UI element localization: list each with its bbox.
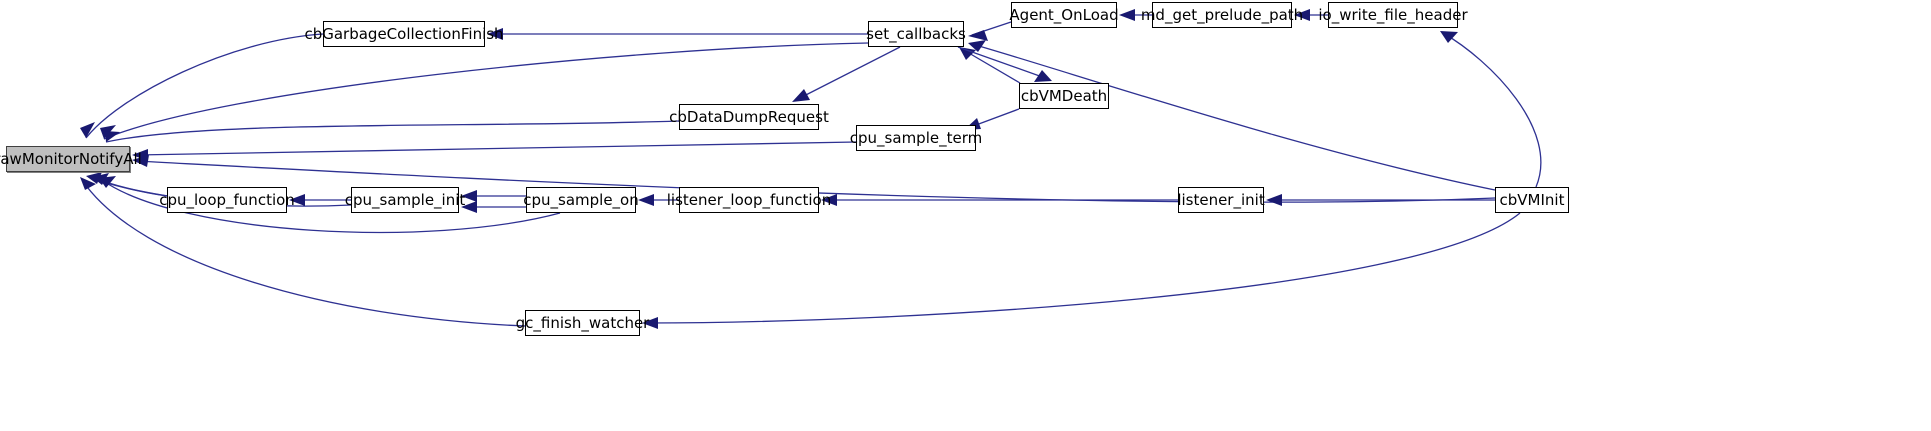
node-rawMonitorNotifyAll[interactable]: rawMonitorNotifyAll [0,146,142,172]
edge-listener_loop_function-to-cpu_sample_on [638,194,679,206]
edge-set_callbacks-to-cbVMDeath [957,46,1052,82]
edge-cbDataDumpRequest-to-rawMonitorNotifyAll [105,120,680,143]
node-cbGarbageCollectionFinish[interactable]: cbGarbageCollectionFinish [304,21,504,47]
edge-gc_finish_watcher-to-rawMonitorNotifyAll [80,177,526,327]
edge-cbVMInit-to-set_callbacks [968,40,1496,191]
node-listener_init[interactable]: listener_init [1177,187,1265,213]
edge-cbVMInit-to-listener_init [1266,194,1495,206]
edge-cbVMInit-to-gc_finish_watcher [642,212,1521,329]
edge-cpu_sample_on-to-rawMonitorNotifyAll [99,176,561,234]
edge-cpu_sample_init-to-cpu_loop_function [289,194,351,206]
edge-cbVMDeath-to-set_callbacks [959,47,1021,84]
node-cpu_sample_term[interactable]: cpu_sample_term [850,125,982,151]
node-cpu_sample_on[interactable]: cpu_sample_on [523,187,639,213]
node-md_get_prelude_path[interactable]: md_get_prelude_path [1141,2,1303,28]
node-cbDataDumpRequest[interactable]: cbDataDumpRequest [669,104,829,130]
node-listener_loop_function[interactable]: listener_loop_function [667,187,831,213]
edge-set_callbacks-to-cbGarbageCollectionFinish [487,28,868,40]
edge-Agent_OnLoad-to-set_callbacks [968,21,1012,41]
node-gc_finish_watcher[interactable]: gc_finish_watcher [516,310,649,336]
node-cpu_loop_function[interactable]: cpu_loop_function [159,187,295,213]
node-cbVMInit[interactable]: cbVMInit [1495,187,1569,213]
edge-md_get_prelude_path-to-Agent_OnLoad [1119,9,1152,21]
edge-cpu_sample_on-to-cpu_sample_init [461,190,526,213]
edge-cpu_sample_term-to-rawMonitorNotifyAll [132,141,857,161]
node-cbVMDeath[interactable]: cbVMDeath [1019,83,1109,109]
node-set_callbacks[interactable]: set_callbacks [866,21,966,47]
edge-io_write_file_header-to-md_get_prelude_path [1294,9,1328,21]
node-io_write_file_header[interactable]: io_write_file_header [1318,2,1468,28]
edge-set_callbacks-to-cbDataDumpRequest [792,46,901,102]
node-cpu_sample_init[interactable]: cpu_sample_init [345,187,465,213]
edge-listener_init-to-listener_loop_function [821,194,1178,206]
edge-cbGarbageCollectionFinish-to-rawMonitorNotifyAll [80,33,324,139]
node-Agent_OnLoad[interactable]: Agent_OnLoad [1009,2,1119,28]
edge-cbVMInit-to-io_write_file_header [1440,31,1542,188]
